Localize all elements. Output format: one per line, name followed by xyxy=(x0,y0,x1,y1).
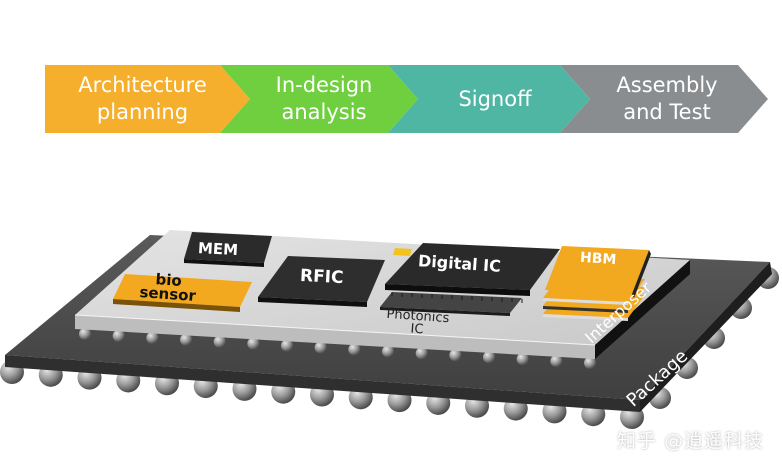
rfic-chip xyxy=(258,256,385,302)
mem-chip-front xyxy=(184,259,264,267)
micro-bump xyxy=(449,349,462,362)
step-architecture-label: Architecture planning xyxy=(78,73,207,124)
micro-bump xyxy=(483,351,495,364)
rfic-chip-front xyxy=(258,297,367,307)
mem-label: MEM xyxy=(197,238,239,260)
package-diagram: MEM bio sensor RFIC Digital IC Photonics… xyxy=(0,150,782,465)
micro-bump xyxy=(415,347,428,360)
micro-bump xyxy=(79,328,91,340)
package-substrate-side xyxy=(640,262,772,412)
bio-sensor-label: bio sensor xyxy=(138,270,197,305)
hbm-stack xyxy=(543,246,651,321)
rfic-label: RFIC xyxy=(299,265,345,289)
interposer-edge-highlight xyxy=(74,314,596,346)
interposer-front xyxy=(75,315,595,359)
bio-sensor-chip xyxy=(113,274,252,307)
micro-bump xyxy=(213,335,226,348)
micro-bump xyxy=(550,355,563,368)
micro-bump xyxy=(180,333,192,346)
digital-ic-pins xyxy=(391,292,523,303)
step-assembly-label: Assembly and Test xyxy=(616,73,718,124)
hbm-label: HBM xyxy=(579,249,617,269)
step-in-design-arrow xyxy=(220,65,418,133)
micro-bump xyxy=(382,345,394,358)
micro-bump xyxy=(247,337,260,350)
interposer-microbumps xyxy=(79,328,596,369)
micro-bump xyxy=(348,343,361,356)
micro-bump xyxy=(281,339,293,352)
photonics-ic-front xyxy=(380,307,510,316)
digital-ic-front xyxy=(385,284,530,296)
interposer-side xyxy=(595,260,690,359)
micro-bump xyxy=(146,331,159,344)
watermark: 知乎 @逍遥科技 xyxy=(616,430,764,452)
digital-ic-chip xyxy=(385,243,560,290)
micro-bump xyxy=(516,353,529,366)
mem-chip xyxy=(184,232,272,263)
step-assembly-arrow xyxy=(560,65,768,133)
micro-bump xyxy=(314,341,327,354)
process-flow-arrows xyxy=(45,65,768,133)
step-architecture-arrow xyxy=(45,65,250,133)
step-in-design-label: In-design analysis xyxy=(275,73,373,124)
micro-bump xyxy=(112,329,125,342)
step-signoff-label: Signoff xyxy=(458,86,532,111)
photonics-ic-chip xyxy=(380,292,522,313)
process-flow: Architecture planning In-design analysis… xyxy=(0,0,782,150)
step-signoff-arrow xyxy=(388,65,590,133)
small-yellow-component xyxy=(393,248,412,256)
bio-sensor-front xyxy=(113,299,240,312)
package-illustration xyxy=(0,230,779,429)
photonics-ic-label: Photonics IC xyxy=(386,306,450,338)
package-substrate-front xyxy=(5,355,640,412)
micro-bump xyxy=(584,357,596,369)
